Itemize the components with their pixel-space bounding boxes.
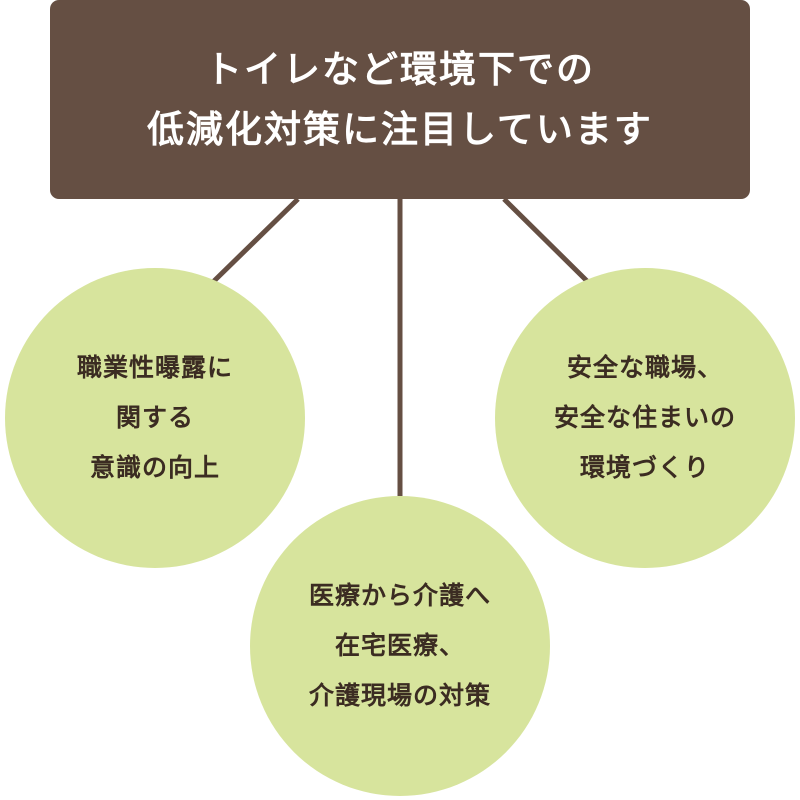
node-safe-environment-line-3: 環境づくり — [579, 453, 710, 482]
node-awareness-line-3: 意識の向上 — [89, 453, 220, 482]
node-care-measures-line-3: 介護現場の対策 — [308, 681, 491, 710]
node-safe-environment-line-2: 安全な住まいの — [553, 403, 736, 432]
connector-right — [502, 197, 590, 284]
title-line-2: 低減化対策に注目しています — [147, 107, 653, 151]
title-line-1: トイレなど環境下での — [205, 47, 595, 91]
node-care-measures: 医療から介護へ 在宅医療、 介護現場の対策 — [250, 496, 550, 796]
node-awareness: 職業性曝露に 関する 意識の向上 — [5, 268, 305, 568]
connector-left — [211, 197, 300, 284]
node-safe-environment: 安全な職場、 安全な住まいの 環境づくり — [495, 268, 795, 568]
node-awareness-line-2: 関する — [115, 403, 194, 432]
node-safe-environment-line-1: 安全な職場、 — [566, 353, 723, 382]
title-box: トイレなど環境下での 低減化対策に注目しています — [50, 0, 750, 199]
node-care-measures-line-2: 在宅医療、 — [334, 631, 465, 660]
node-awareness-line-1: 職業性曝露に — [76, 353, 233, 382]
node-care-measures-line-1: 医療から介護へ — [308, 581, 491, 610]
